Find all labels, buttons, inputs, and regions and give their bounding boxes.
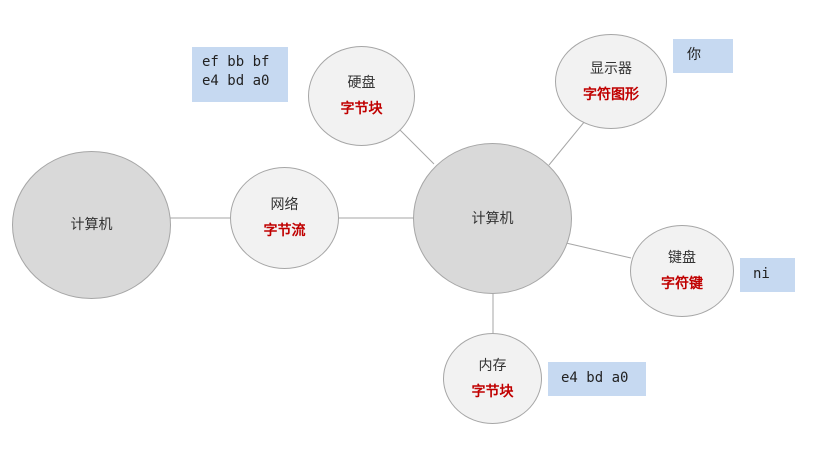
memory-bytes-text: e4 bd a0 bbox=[561, 370, 629, 386]
keyboard-node: 键盘 字符键 bbox=[630, 225, 734, 317]
bom-bytes-note: ef bb bf e4 bd a0 bbox=[192, 47, 288, 102]
bom-bytes-line-2: e4 bd a0 bbox=[202, 73, 270, 89]
memory-node: 内存 字节块 bbox=[443, 333, 542, 424]
memory-bytes-note: e4 bd a0 bbox=[548, 362, 646, 396]
bom-bytes-line-1: ef bb bf bbox=[202, 54, 270, 70]
computer-center-label: 计算机 bbox=[471, 210, 514, 227]
keyboard-input-text: ni bbox=[753, 266, 770, 282]
display-node: 显示器 字符图形 bbox=[555, 34, 667, 129]
keyboard-sub-label: 字符键 bbox=[661, 276, 703, 292]
computer-center-node: 计算机 bbox=[413, 143, 572, 294]
disk-sub-label: 字节块 bbox=[340, 101, 383, 117]
memory-sub-label: 字节块 bbox=[471, 383, 514, 400]
display-char-note: 你 bbox=[673, 39, 733, 73]
network-label: 网络 bbox=[270, 197, 299, 213]
edge-computer-keyboard bbox=[565, 242, 632, 259]
edge-computer-display bbox=[548, 120, 586, 166]
display-sub-label: 字符图形 bbox=[583, 86, 639, 103]
display-label: 显示器 bbox=[590, 60, 632, 77]
edge-computer-disk bbox=[399, 129, 435, 165]
computer-left-node: 计算机 bbox=[12, 151, 171, 299]
network-node: 网络 字节流 bbox=[230, 167, 339, 269]
display-char-text: 你 bbox=[687, 47, 701, 63]
keyboard-label: 键盘 bbox=[668, 250, 696, 266]
memory-label: 内存 bbox=[478, 357, 507, 374]
disk-node: 硬盘 字节块 bbox=[308, 46, 415, 146]
disk-label: 硬盘 bbox=[347, 75, 376, 91]
keyboard-input-note: ni bbox=[740, 258, 795, 292]
network-sub-label: 字节流 bbox=[263, 223, 306, 239]
computer-left-label: 计算机 bbox=[70, 217, 113, 233]
